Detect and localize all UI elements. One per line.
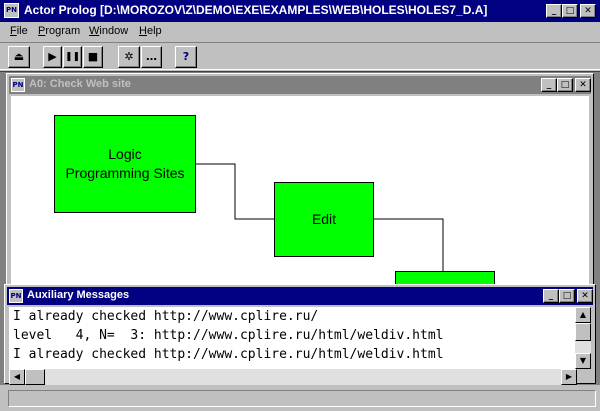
trace-button[interactable]: ✲ bbox=[118, 46, 140, 68]
run-button[interactable]: ▶ bbox=[43, 46, 62, 68]
app-icon[interactable]: PN bbox=[4, 3, 19, 18]
toolbar: ⏏ ▶ ❚❚ ■ ✲ … ? bbox=[0, 42, 600, 70]
scroll-left-arrow-icon[interactable]: ◀ bbox=[9, 369, 25, 385]
messages-maximize-button[interactable]: □ bbox=[559, 289, 575, 303]
menu-help[interactable]: Help bbox=[139, 25, 162, 37]
minimize-button[interactable]: _ bbox=[546, 4, 562, 18]
pause-button[interactable]: ❚❚ bbox=[63, 46, 82, 68]
connector-line bbox=[373, 218, 444, 271]
app-title: Actor Prolog [D:\MOROZOV\Z\DEMO\EXE\EXAM… bbox=[24, 3, 488, 17]
scroll-right-arrow-icon[interactable]: ▶ bbox=[561, 369, 577, 385]
horizontal-scroll-thumb[interactable] bbox=[25, 369, 45, 385]
messages-window-icon[interactable]: PN bbox=[9, 289, 23, 303]
trace-icon: ✲ bbox=[124, 50, 134, 63]
menu-file[interactable]: File bbox=[10, 25, 28, 37]
messages-close-button[interactable]: ✕ bbox=[577, 289, 593, 303]
close-button[interactable]: ✕ bbox=[580, 4, 596, 18]
diagram-window-title: A0: Check Web site bbox=[29, 78, 131, 90]
node-label: Edit bbox=[311, 211, 337, 227]
stop-button[interactable]: ■ bbox=[83, 46, 103, 68]
node-label-line: Programming Sites bbox=[65, 165, 185, 181]
help-button[interactable]: ? bbox=[175, 46, 197, 68]
eject-button[interactable]: ⏏ bbox=[8, 46, 30, 68]
node-label-line: Logic bbox=[108, 146, 142, 162]
menu-bar: File Program Window Help bbox=[0, 22, 600, 41]
diagram-connectors bbox=[195, 163, 444, 271]
diagram-maximize-button[interactable]: □ bbox=[557, 78, 573, 92]
menu-program[interactable]: Program bbox=[38, 25, 81, 37]
more-button[interactable]: … bbox=[141, 46, 162, 68]
messages-window-title: Auxiliary Messages bbox=[27, 289, 130, 301]
diagram-window-icon[interactable]: PN bbox=[11, 78, 25, 92]
messages-text-area[interactable]: I already checked http://www.cplire.ru/l… bbox=[9, 307, 577, 369]
eject-icon: ⏏ bbox=[13, 50, 25, 63]
diagram-close-button[interactable]: ✕ bbox=[575, 78, 591, 92]
status-panel bbox=[8, 390, 596, 407]
scroll-up-arrow-icon[interactable]: ▲ bbox=[575, 307, 591, 323]
help-icon: ? bbox=[182, 50, 190, 63]
diagram-window-caption[interactable]: PN A0: Check Web site _ □ ✕ bbox=[9, 76, 591, 94]
scroll-down-arrow-icon[interactable]: ▼ bbox=[575, 353, 591, 369]
pause-icon: ❚❚ bbox=[64, 52, 81, 62]
menu-window[interactable]: Window bbox=[89, 25, 129, 37]
connector-line bbox=[195, 163, 274, 220]
status-bar bbox=[0, 386, 600, 411]
play-icon: ▶ bbox=[48, 50, 57, 63]
node-edit[interactable]: Edit bbox=[274, 182, 374, 257]
messages-window-caption[interactable]: PN Auxiliary Messages _ □ ✕ bbox=[7, 287, 593, 305]
message-line: I already checked http://www.cplire.ru/ bbox=[13, 309, 319, 324]
diagram-minimize-button[interactable]: _ bbox=[541, 78, 557, 92]
ellipsis-icon: … bbox=[146, 50, 157, 63]
message-line: level 4, N= 3: http://www.cplire.ru/html… bbox=[13, 328, 444, 343]
node-partial[interactable] bbox=[395, 271, 495, 285]
maximize-button[interactable]: □ bbox=[562, 4, 578, 18]
messages-vertical-scrollbar[interactable]: ▲ ▼ bbox=[575, 307, 591, 369]
message-line: I already checked http://www.cplire.ru/h… bbox=[13, 347, 444, 362]
vertical-scroll-thumb[interactable] bbox=[575, 323, 591, 341]
messages-horizontal-scrollbar[interactable]: ◀ ▶ bbox=[9, 369, 577, 385]
app-title-bar: PN Actor Prolog [D:\MOROZOV\Z\DEMO\EXE\E… bbox=[0, 0, 600, 22]
messages-minimize-button[interactable]: _ bbox=[543, 289, 559, 303]
messages-window[interactable]: PN Auxiliary Messages _ □ ✕ I already ch… bbox=[4, 284, 596, 385]
stop-icon: ■ bbox=[87, 50, 99, 63]
